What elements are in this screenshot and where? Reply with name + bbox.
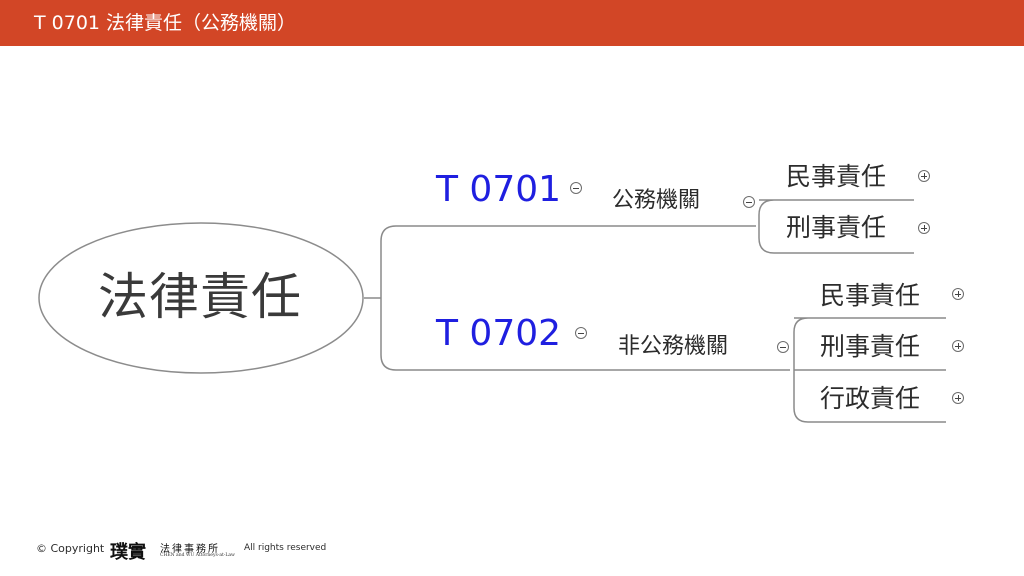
branch-code-t0701: T 0701 [436,169,562,210]
branch-connector-t0701 [380,225,790,371]
collapse-icon[interactable] [743,196,755,208]
collapse-icon[interactable] [575,327,587,339]
root-node-label: 法律責任 [98,268,302,326]
leaf-node-criminal-t0702: 刑事責任 [820,332,921,361]
collapse-icon[interactable] [570,182,582,194]
category-node-nonpublic: 非公務機關 [618,334,729,359]
page-title: T 0701 法律責任（公務機關） [34,12,297,34]
branch-code-t0702: T 0702 [436,313,562,354]
rights-text: All rights reserved [244,543,327,553]
firm-logo-subtitle: CHEN and WU Attorneys-at-Law [160,553,235,558]
firm-logo-mark: 璞實 [110,542,146,563]
leaf-connector-t0702 [793,317,946,423]
leaf-node-civil-t0701: 民事責任 [786,162,887,191]
expand-icon[interactable] [952,392,964,404]
leaf-connector-t0701 [758,199,914,254]
category-node-public: 公務機關 [612,188,701,213]
root-node-ellipse [38,222,364,374]
firm-logo-name: 法律事務所 [160,544,220,555]
leaf-node-civil-t0702: 民事責任 [820,281,921,310]
copyright-text: © Copyright [36,542,105,555]
leaf-node-criminal-t0701: 刑事責任 [786,213,887,242]
expand-icon[interactable] [918,170,930,182]
expand-icon[interactable] [952,288,964,300]
leaf-node-administrative-t0702: 行政責任 [820,384,921,413]
title-bar: T 0701 法律責任（公務機關） [0,0,1024,46]
expand-icon[interactable] [918,222,930,234]
expand-icon[interactable] [952,340,964,352]
collapse-icon[interactable] [777,341,789,353]
